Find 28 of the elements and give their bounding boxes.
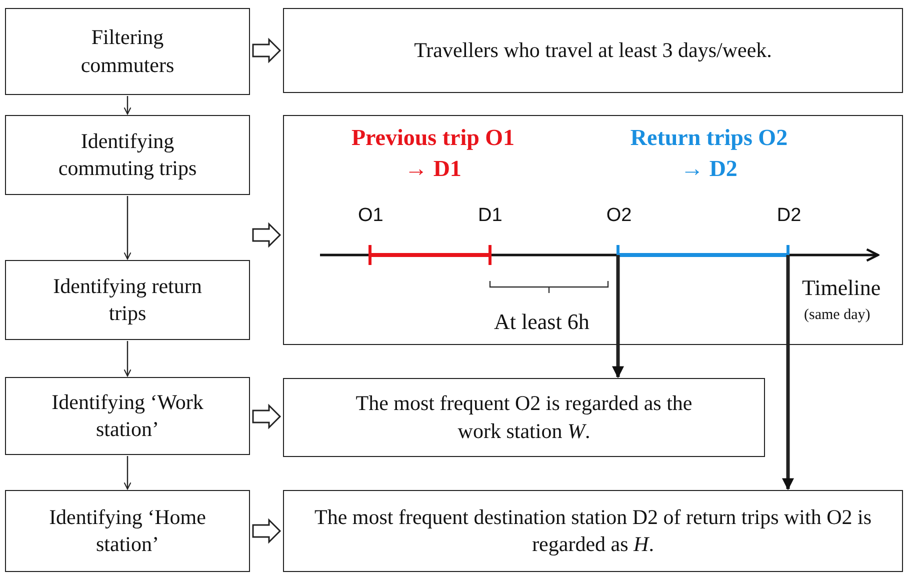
arrow [124,96,132,115]
timeline-label: Timeline [802,274,881,302]
arrow [124,196,132,260]
arrow [124,341,132,377]
arrow [782,255,794,490]
timeline-label: At least 6h [494,308,590,336]
description-box: The most frequent O2 is regarded as the work station W. [283,378,765,457]
timeline-label: O1 [358,204,384,228]
description-box: Travellers who travel at least 3 days/week. [283,8,903,93]
step-box: Filtering commuters [5,8,250,95]
arrow [612,255,624,378]
step-box: Identifying ‘Work station’ [5,377,250,455]
trip-heading: Return trips O2 → D2 [629,124,789,184]
trip-heading: Previous trip O1 → D1 [350,124,516,184]
step-box: Identifying commuting trips [5,115,250,195]
arrow [124,456,132,490]
block-arrow [252,38,282,64]
time-point-label: D2 [774,204,804,264]
timeline-label: D1 [478,204,502,228]
step-box: Identifying ‘Home station’ [5,490,250,572]
step-box: Identifying return trips [5,260,250,340]
block-arrow [252,404,282,430]
block-arrow [252,222,282,248]
time-point-label: O2 [604,204,634,264]
timeline-label: (same day) [804,306,870,325]
block-arrow [252,518,282,544]
description-box: The most frequent destination station D2 of return trips with O2 is regarded as H. [283,490,903,572]
timeline-panel [283,115,903,345]
